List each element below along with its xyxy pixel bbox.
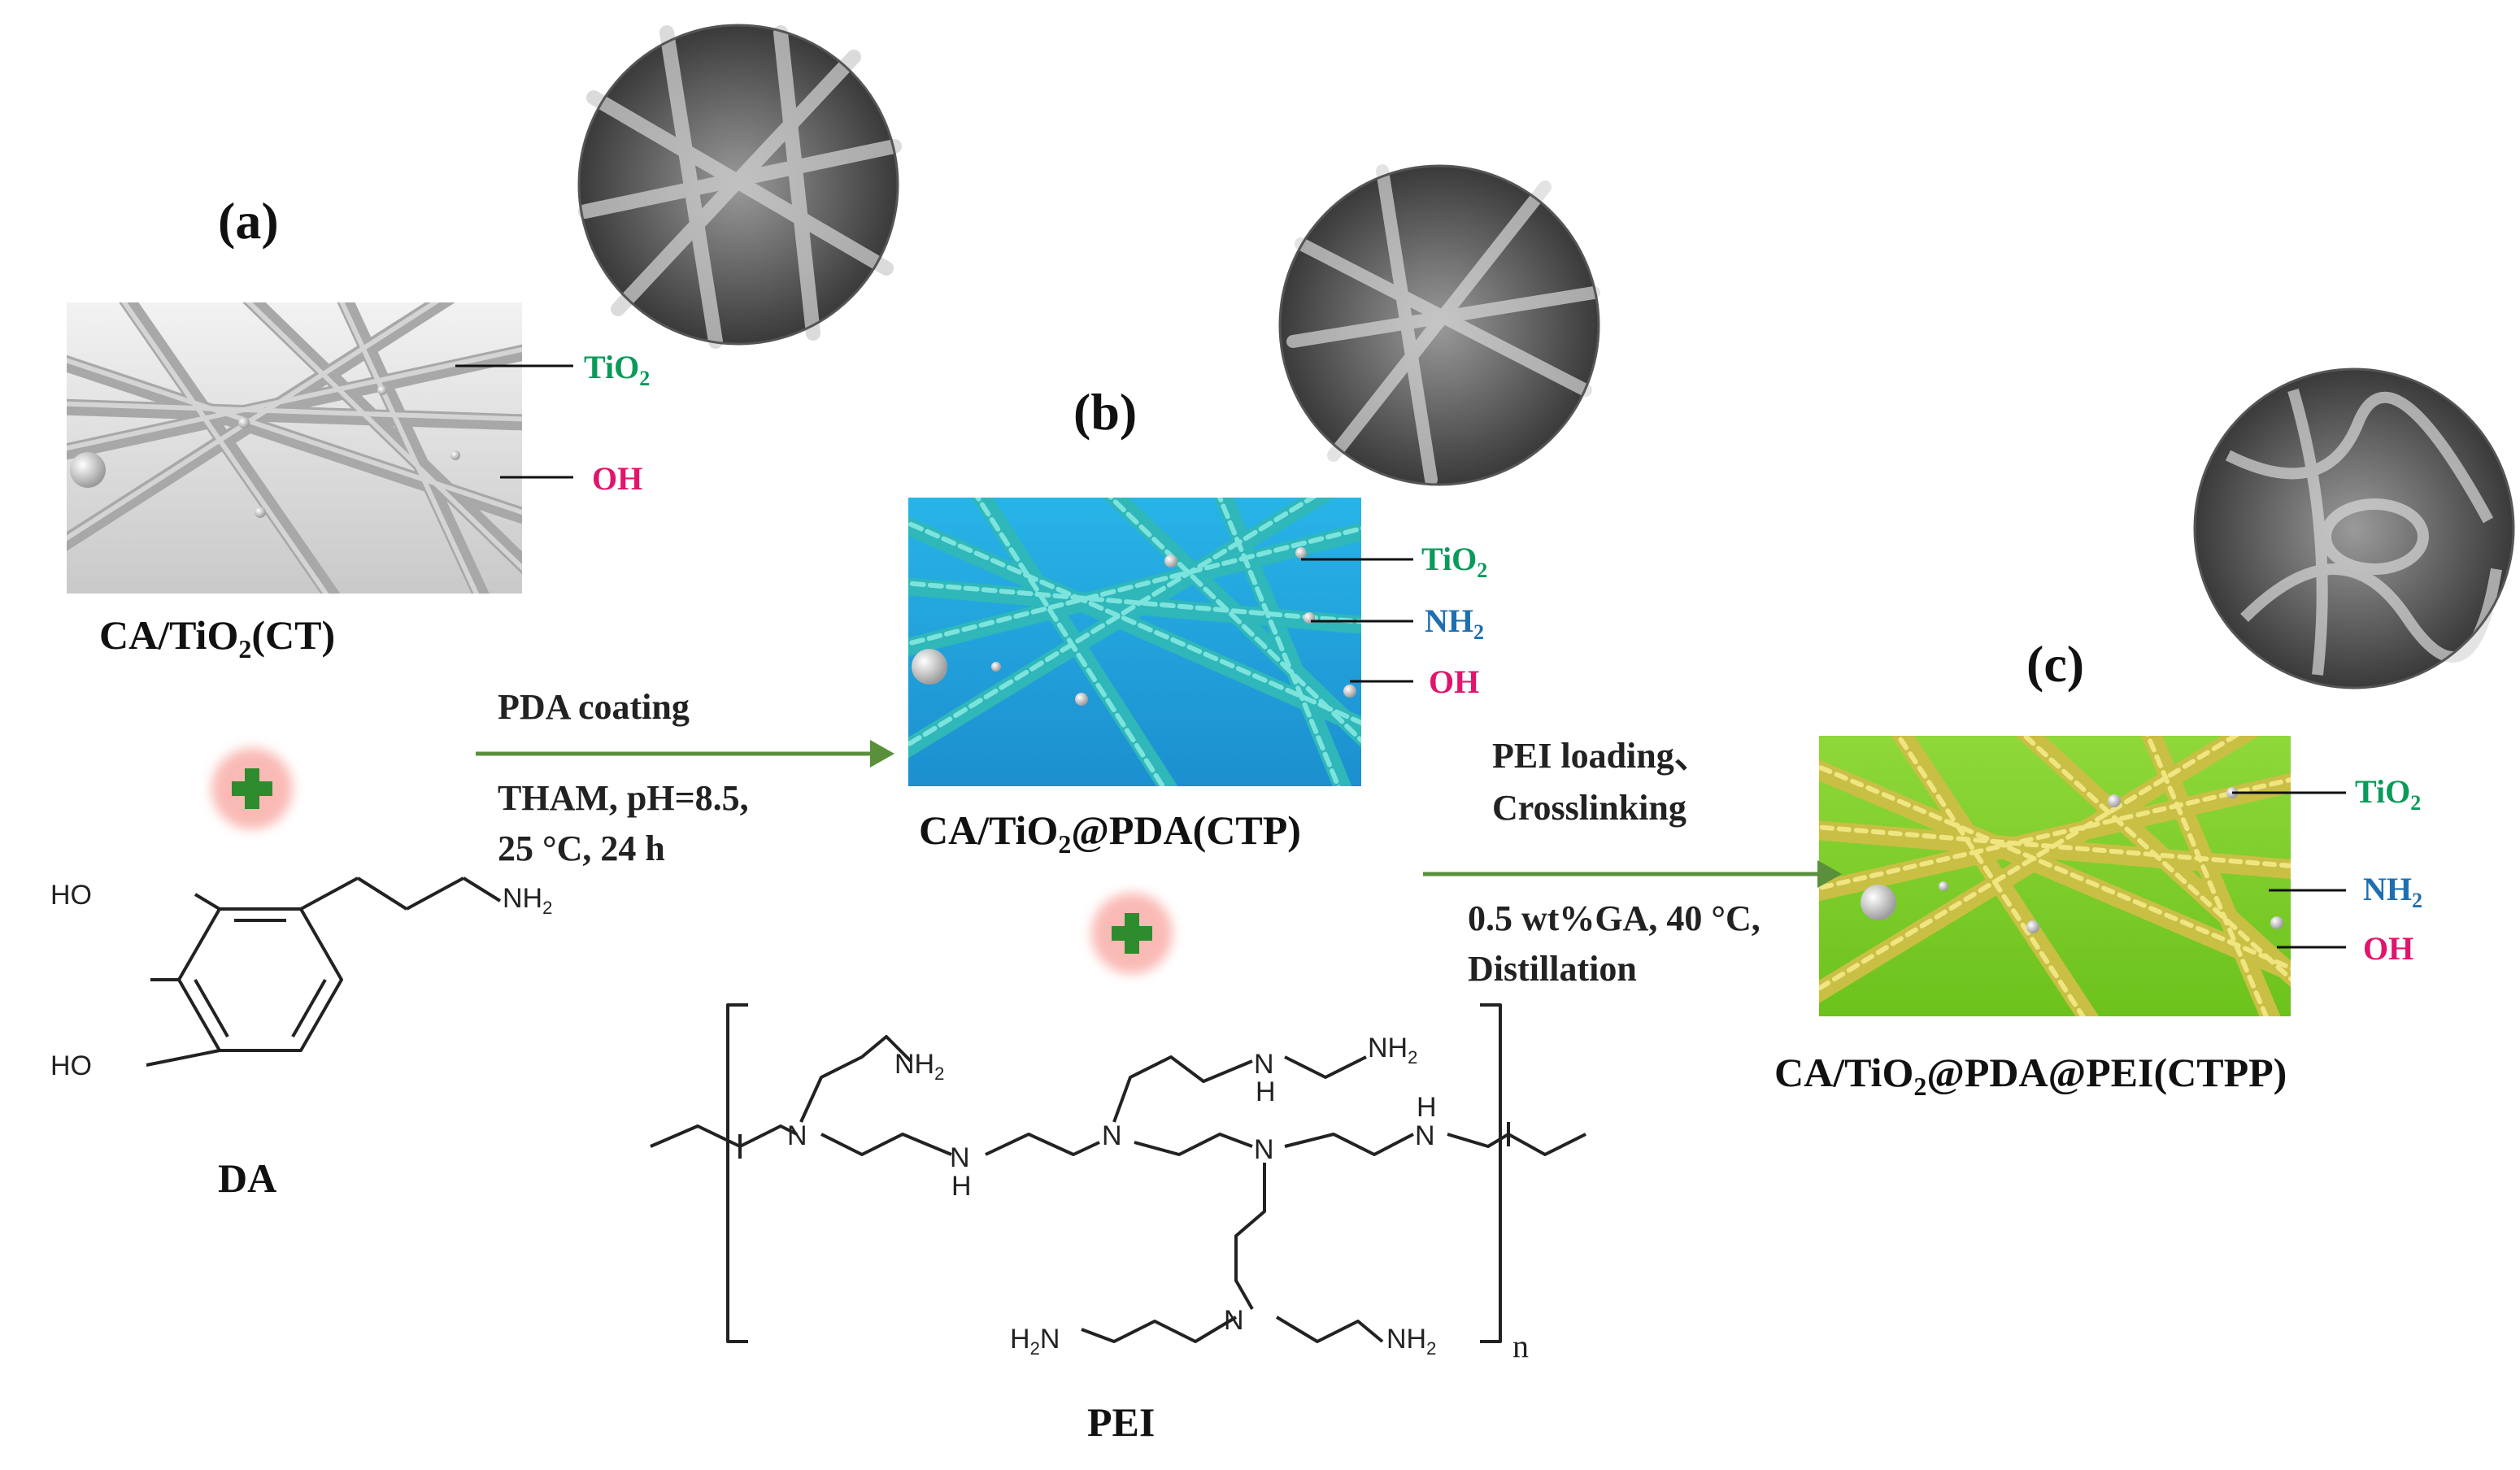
panel-a-label: (a)	[218, 192, 279, 250]
panel-c-tag-tio2: TiO2	[2355, 773, 2422, 815]
pei-h2n-bottom: H2N	[1010, 1324, 1060, 1359]
da-structure	[146, 876, 502, 1067]
pei-nh2-top-right: NH2	[1368, 1033, 1418, 1068]
sem-image-a	[577, 24, 902, 349]
arrow-1-above: PDA coating	[498, 687, 690, 727]
panel-c-label: (c)	[2026, 635, 2085, 693]
da-ho-top: HO	[50, 880, 92, 911]
arrow-1	[476, 740, 894, 768]
panel-a-tag-tio2: TiO2	[584, 349, 651, 390]
pei-n2: N	[950, 1142, 970, 1173]
fiber-image-ctpp	[1819, 736, 2291, 1016]
pei-n3: N	[1102, 1120, 1122, 1151]
arrow-2	[1423, 860, 1842, 888]
pei-nh2-bottom-right: NH2	[1386, 1324, 1437, 1359]
arrow-1-below-2: 25 °C, 24 h	[498, 829, 665, 868]
da-nh2: NH2	[503, 883, 553, 918]
pei-nh2-top-left: NH2	[894, 1049, 945, 1084]
plus-sign-1	[211, 748, 293, 829]
pei-structure	[650, 1003, 1586, 1343]
panel-b-tag-nh2: NH2	[1425, 602, 1484, 644]
da-name: DA	[218, 1155, 277, 1201]
panel-b-tag-oh: OH	[1429, 663, 1480, 700]
pei-repeat-n: n	[1512, 1328, 1529, 1364]
pei-n1: N	[787, 1120, 807, 1151]
pei-h2: H	[951, 1171, 972, 1202]
pei-name: PEI	[1087, 1399, 1156, 1445]
arrow-2-above-2: Crosslinking	[1492, 788, 1687, 828]
panel-b-tag-tio2: TiO2	[1421, 541, 1488, 582]
arrow-2-below-2: Distillation	[1468, 949, 1637, 989]
panel-c-name: CA/TiO2@PDA@PEI(CTPP)	[1774, 1050, 2287, 1101]
panel-a-name: CA/TiO2(CT)	[99, 612, 336, 663]
pei-n4: N	[1254, 1134, 1274, 1165]
da-ho-bottom: HO	[50, 1050, 92, 1081]
pei-n7: N	[1224, 1305, 1244, 1336]
panel-b-name: CA/TiO2@PDA(CTP)	[919, 807, 1301, 859]
plus-sign-2	[1091, 893, 1173, 974]
fiber-image-ctp	[908, 498, 1361, 786]
pei-h6: H	[1256, 1076, 1276, 1107]
arrow-1-below-1: THAM, pH=8.5,	[498, 778, 749, 818]
panel-a-tag-oh: OH	[592, 460, 643, 497]
pei-h5: H	[1417, 1092, 1437, 1123]
panel-c-tag-nh2: NH2	[2363, 871, 2422, 912]
pei-n5: N	[1415, 1120, 1435, 1151]
pei-n6: N	[1254, 1049, 1274, 1080]
fiber-image-ct	[67, 302, 522, 594]
arrow-2-below-1: 0.5 wt%GA, 40 °C,	[1468, 898, 1761, 938]
arrow-2-above-1: PEI loading、	[1492, 736, 1710, 776]
panel-b-label: (b)	[1073, 383, 1138, 441]
panel-c-tag-oh: OH	[2363, 930, 2414, 967]
sem-image-c	[2193, 368, 2515, 689]
sem-image-b	[1278, 164, 1600, 486]
